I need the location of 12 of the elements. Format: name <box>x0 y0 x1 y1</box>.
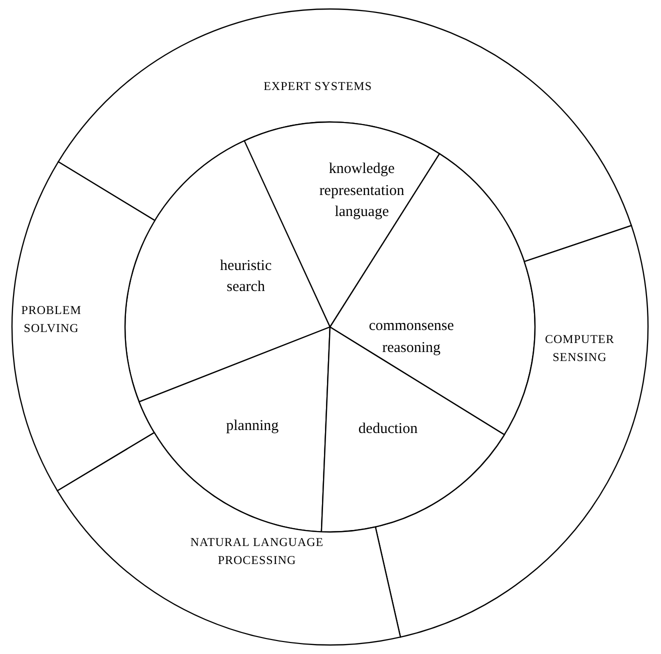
segment-label: planning <box>226 417 279 436</box>
segment-label: EXPERT SYSTEMS <box>264 78 372 95</box>
ring-segment <box>12 161 156 492</box>
segment-label: NATURAL LANGUAGE PROCESSING <box>189 534 325 568</box>
segment-label: knowledge representation language <box>318 160 406 222</box>
segment-label: deduction <box>358 420 418 440</box>
segment-label: PROBLEM SOLVING <box>20 302 82 336</box>
segment-label: heuristic search <box>218 256 273 298</box>
ring-segment <box>56 432 402 646</box>
segment-label: COMPUTER SENSING <box>544 331 616 366</box>
pie-wedge <box>138 326 331 532</box>
segment-label: commonsense reasoning <box>368 317 455 358</box>
